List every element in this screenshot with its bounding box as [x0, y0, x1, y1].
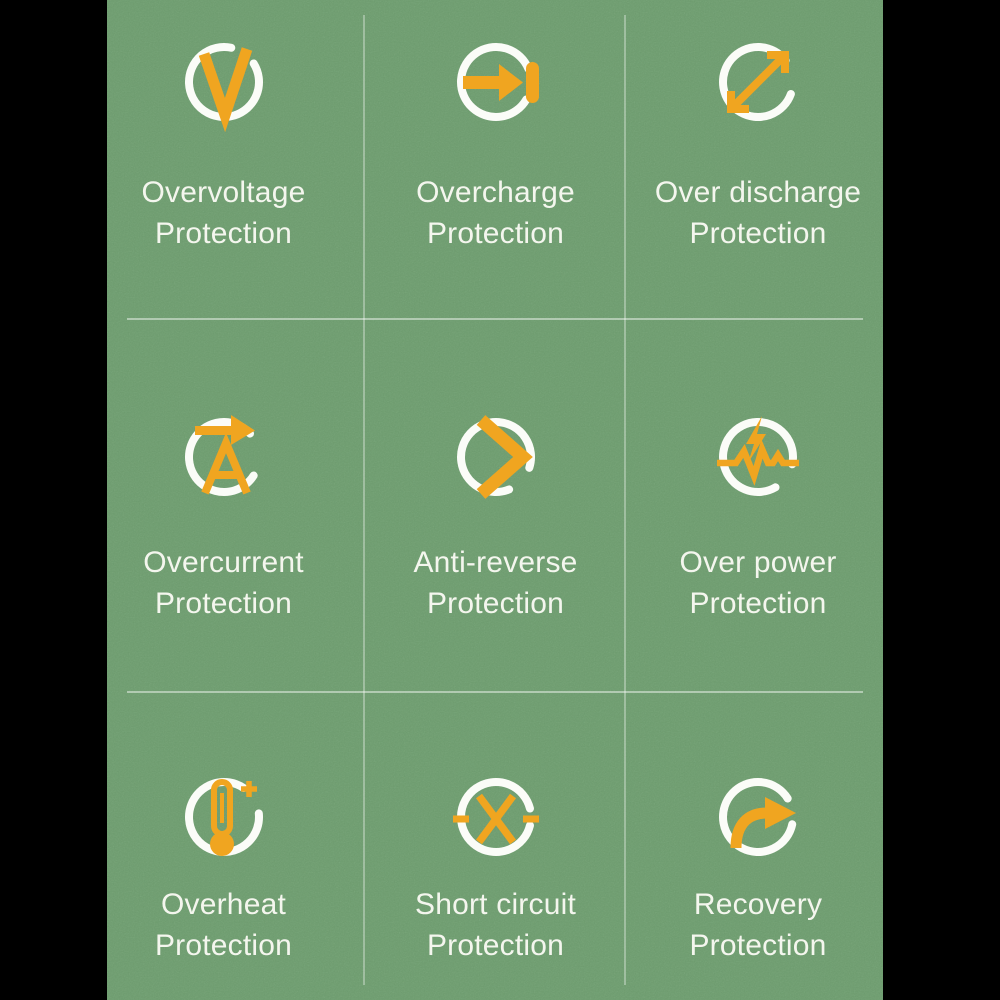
divider-horizontal-2	[127, 691, 863, 693]
divider-vertical-2	[624, 15, 626, 985]
short-circuit-icon	[452, 778, 539, 856]
left-black-bar	[0, 0, 107, 1000]
right-black-bar	[883, 0, 1000, 1000]
overcurrent-icon	[184, 415, 258, 496]
anti-reverse-icon	[456, 415, 535, 499]
overheat-icon	[184, 778, 263, 856]
divider-horizontal-1	[127, 318, 863, 320]
over-power-icon	[717, 416, 799, 496]
divider-vertical-1	[363, 15, 365, 985]
recovery-icon	[719, 778, 797, 856]
overvoltage-icon	[184, 43, 263, 133]
overcharge-icon	[456, 43, 539, 121]
over-discharge-icon	[719, 43, 795, 121]
